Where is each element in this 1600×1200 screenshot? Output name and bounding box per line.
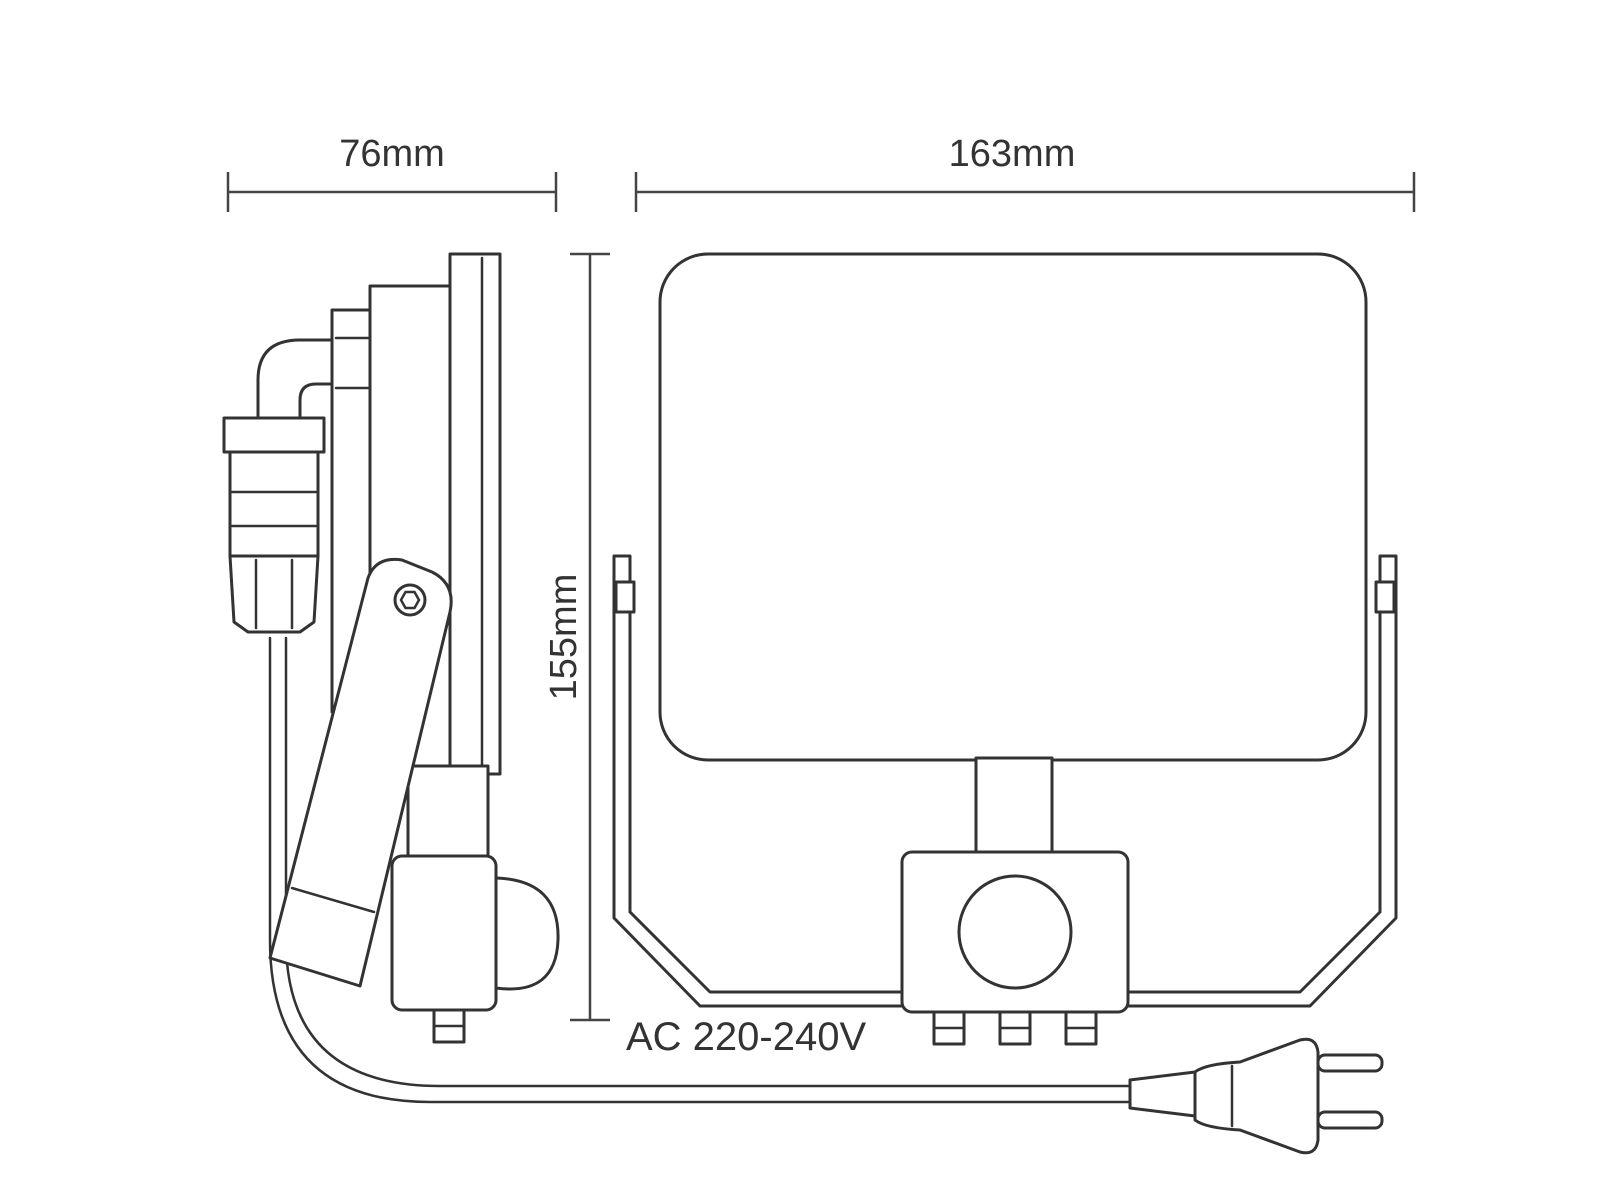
dimension-side-width: 76mm bbox=[226, 133, 558, 212]
side-mounting-bracket bbox=[268, 557, 453, 988]
front-view bbox=[612, 252, 1398, 1046]
front-u-bracket bbox=[612, 554, 1398, 1008]
side-sensor-box bbox=[390, 854, 560, 1044]
side-front-frame bbox=[448, 252, 502, 776]
front-sensor-box bbox=[900, 850, 1130, 1014]
front-width-label: 163mm bbox=[949, 133, 1076, 175]
front-sensor-lens bbox=[957, 874, 1073, 990]
bracket-pivot-bolt bbox=[393, 583, 427, 617]
power-rating-label: AC 220-240V bbox=[626, 1015, 866, 1059]
front-bracket-bolt-right bbox=[1374, 580, 1396, 614]
dimension-height: 155mm bbox=[543, 252, 610, 1022]
plug-pin-bottom bbox=[1316, 1110, 1384, 1130]
front-neck bbox=[974, 756, 1054, 854]
side-view bbox=[222, 252, 560, 1044]
front-adjustment-knobs bbox=[932, 1010, 1098, 1046]
side-sensor-lens bbox=[494, 876, 560, 991]
dimension-front-width: 163mm bbox=[634, 133, 1416, 212]
power-plug bbox=[1128, 1037, 1384, 1155]
height-label: 155mm bbox=[543, 574, 585, 701]
side-width-label: 76mm bbox=[339, 133, 445, 175]
side-cable-gland bbox=[222, 416, 326, 634]
plug-pin-top bbox=[1316, 1053, 1384, 1073]
side-neck bbox=[406, 764, 490, 858]
side-cable-elbow bbox=[256, 338, 334, 422]
front-bracket-bolt-left bbox=[614, 580, 636, 614]
front-lamp-panel bbox=[658, 252, 1368, 762]
